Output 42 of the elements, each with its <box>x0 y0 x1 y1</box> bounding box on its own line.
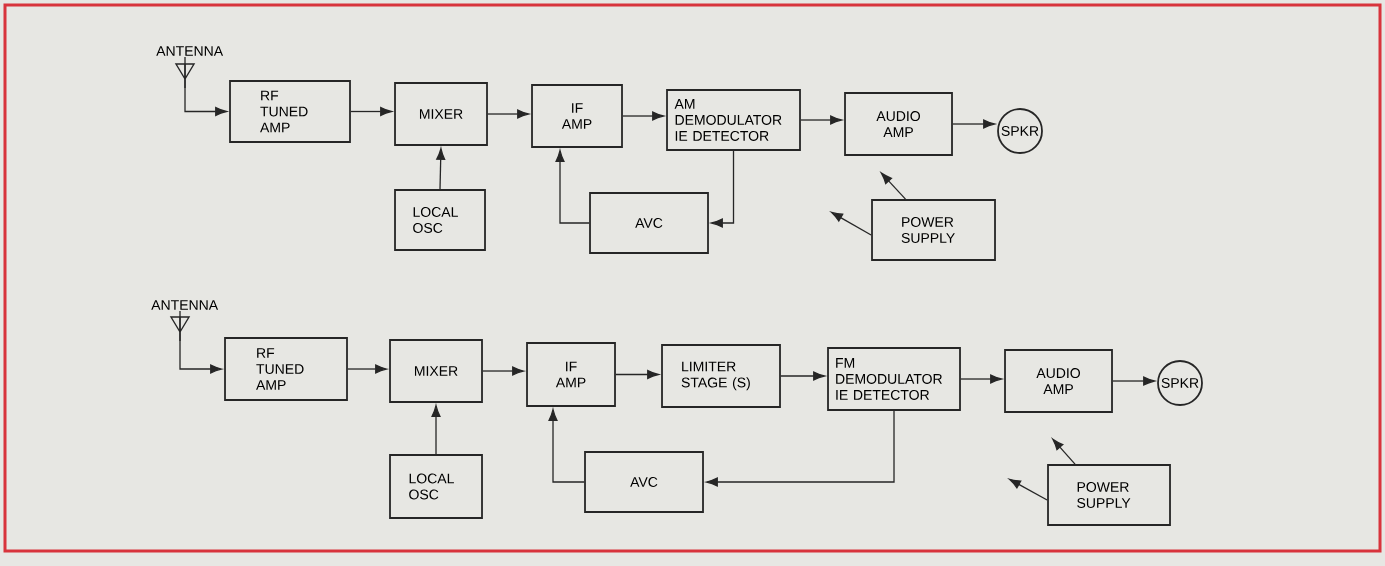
arrow <box>555 150 590 224</box>
antenna-label: ANTENNA <box>156 46 224 56</box>
arrow <box>179 310 222 374</box>
block-box: IF AMP <box>526 342 616 407</box>
block-box: LOCAL OSC <box>389 454 483 519</box>
arrow <box>622 111 664 121</box>
arrow <box>1008 478 1048 501</box>
antenna-label: ANTENNA <box>151 300 219 310</box>
block-box: POWER SUPPLY <box>871 199 996 261</box>
block-box: AVC <box>584 451 704 513</box>
arrow <box>482 366 524 376</box>
arrow <box>431 405 441 455</box>
arrow <box>952 119 995 129</box>
arrow <box>347 364 387 374</box>
arrow <box>800 115 842 125</box>
arrow <box>184 56 227 117</box>
block-box: FM DEMODULATOR IE DETECTOR <box>827 347 961 411</box>
block-box: IF AMP <box>531 84 623 148</box>
arrow <box>350 106 392 117</box>
block-box: AUDIO AMP <box>1004 349 1113 413</box>
arrow <box>711 150 735 228</box>
arrow <box>830 211 872 236</box>
arrow <box>487 109 529 119</box>
block-box: AVC <box>589 192 709 254</box>
block-box: LOCAL OSC <box>394 189 486 251</box>
arrow <box>1052 438 1076 465</box>
block-box: AM DEMODULATOR IE DETECTOR <box>666 89 801 151</box>
arrow <box>960 374 1002 384</box>
block-box: POWER SUPPLY <box>1047 464 1171 526</box>
arrow <box>436 148 446 190</box>
block-box: MIXER <box>394 82 488 146</box>
arrow <box>548 409 585 483</box>
block-box: AUDIO AMP <box>844 92 953 156</box>
arrow <box>780 371 825 381</box>
arrow <box>615 369 659 380</box>
block-box: RF TUNED AMP <box>224 337 348 401</box>
arrow <box>880 172 907 200</box>
block-box: RF TUNED AMP <box>229 80 351 143</box>
arrow <box>1112 376 1155 386</box>
block-box: LIMITER STAGE (S) <box>661 344 781 408</box>
arrow <box>706 410 895 487</box>
block-box: MIXER <box>389 339 483 403</box>
